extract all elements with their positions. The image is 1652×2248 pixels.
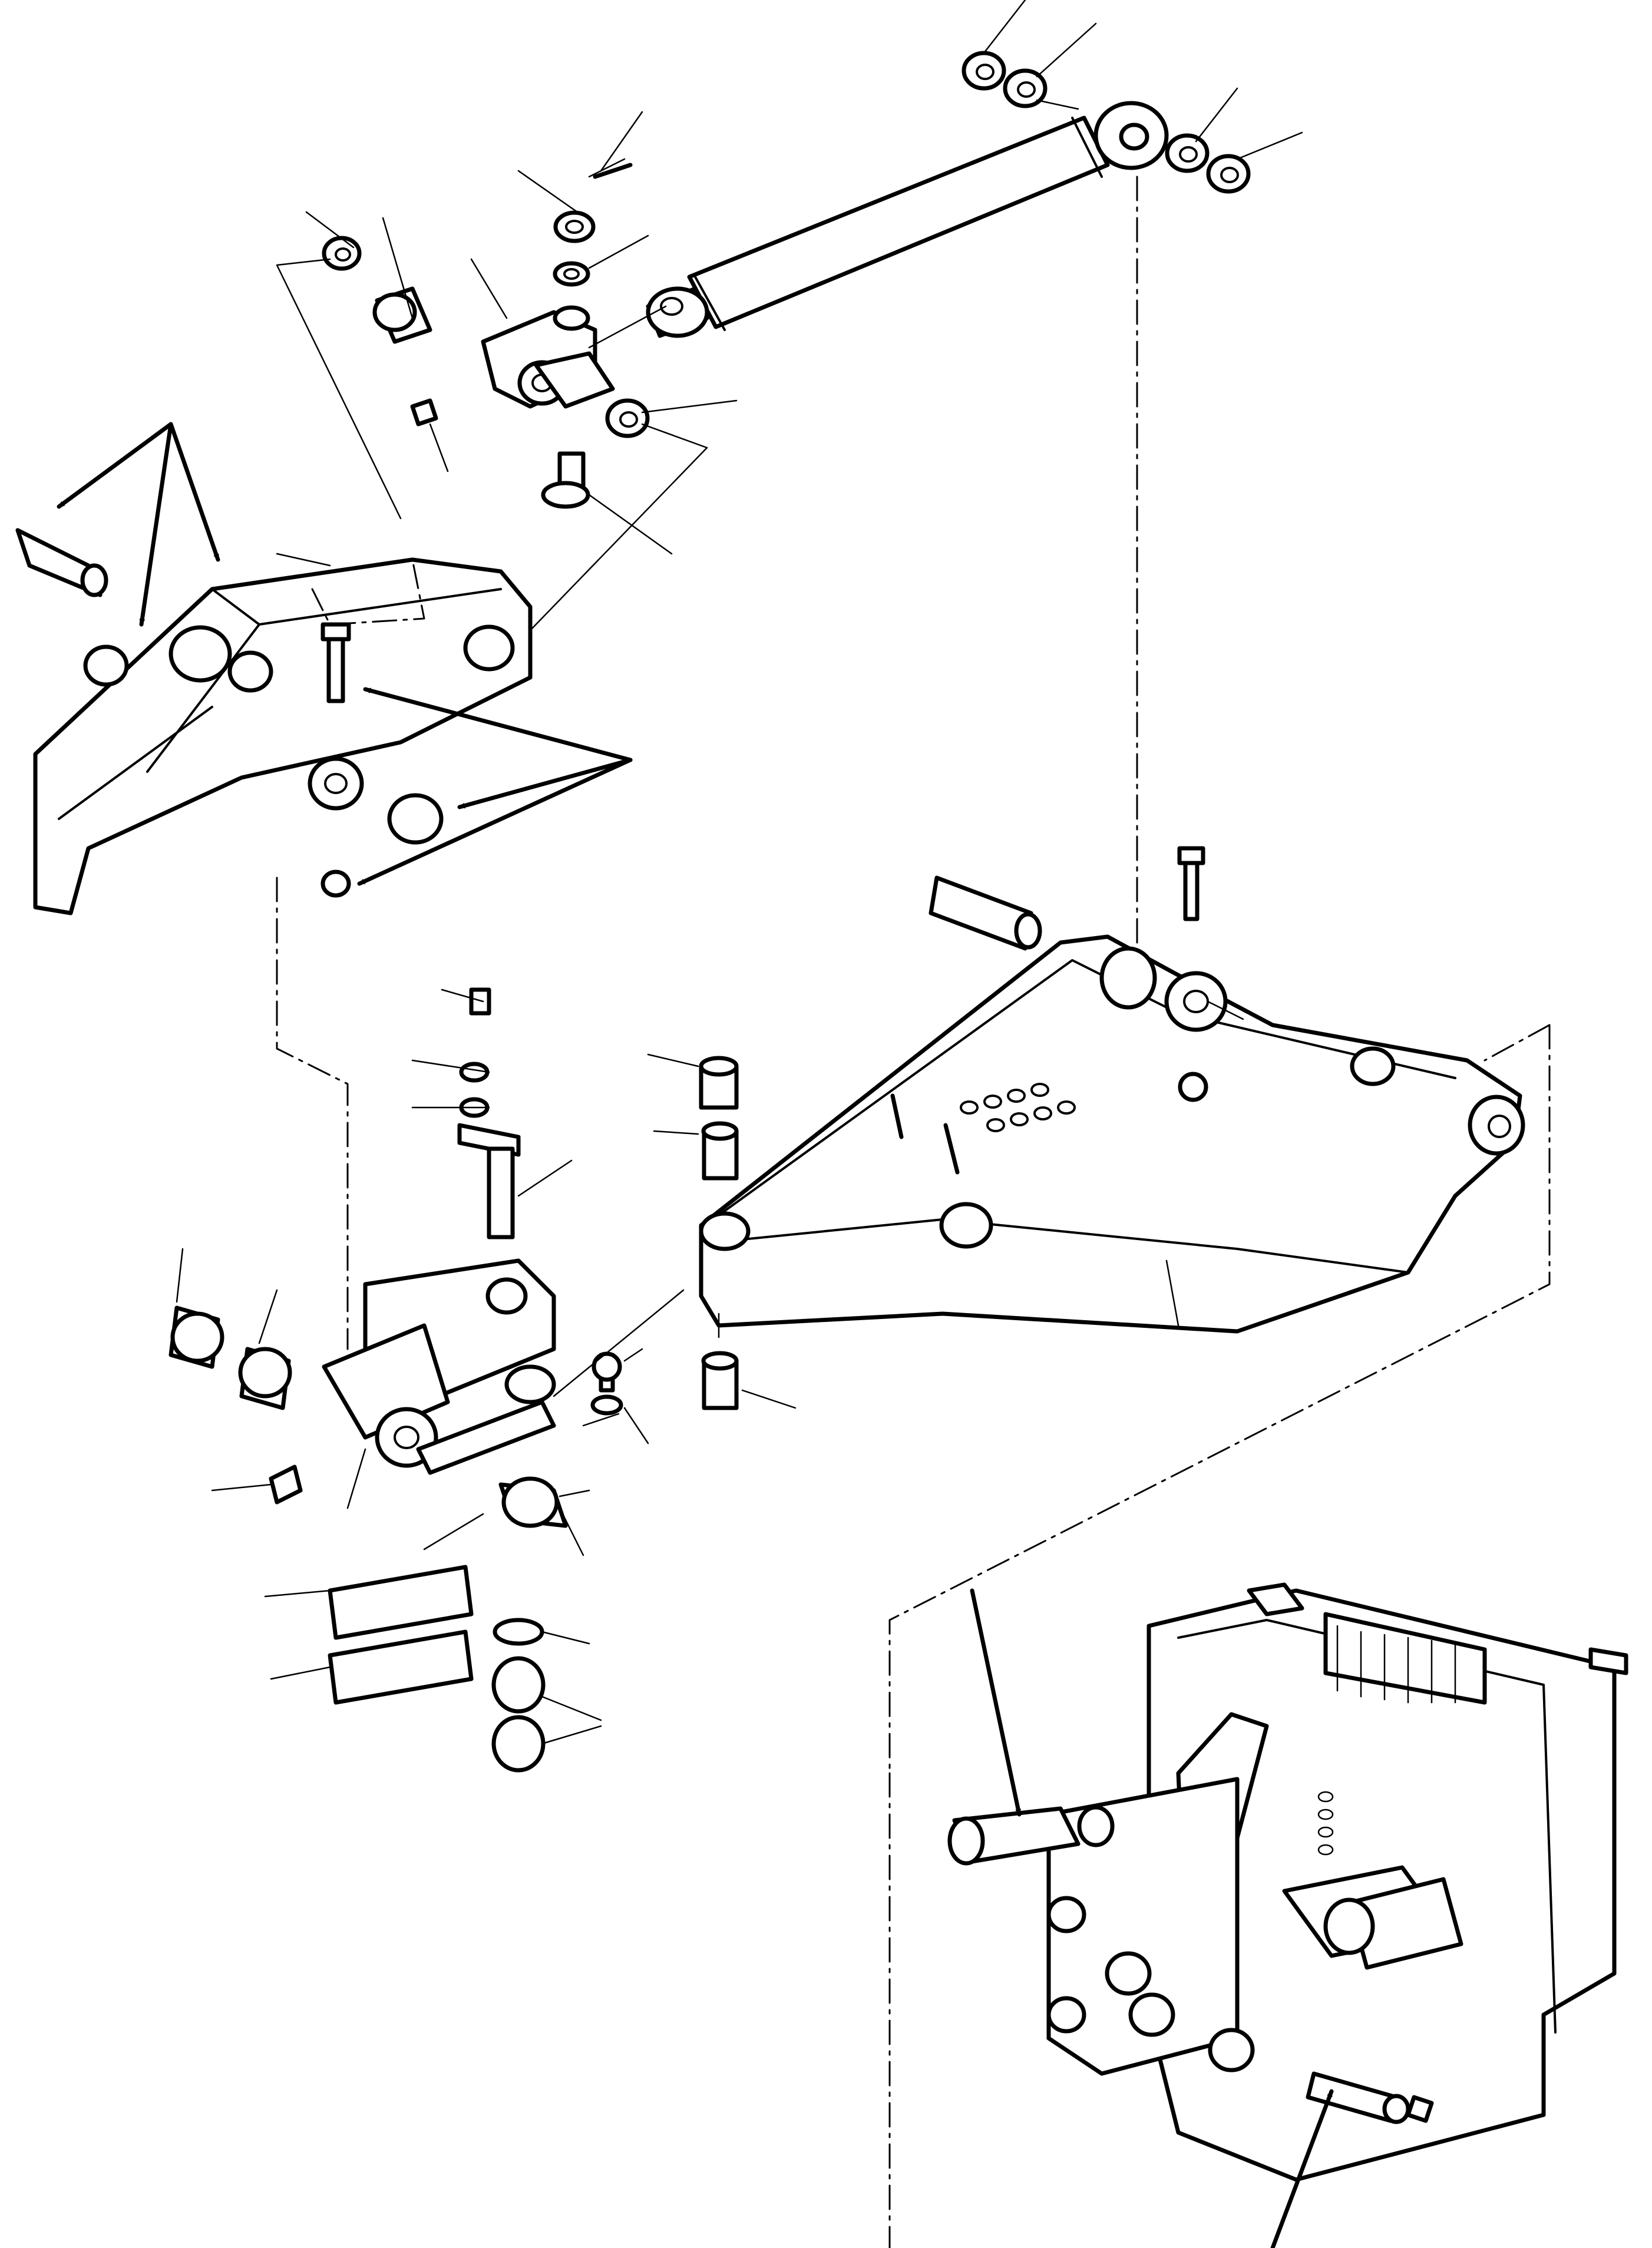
arm-pin-and-bolt [929, 846, 1244, 1102]
cylinder-washers [962, 0, 1303, 194]
arm-bushings [647, 1053, 797, 1410]
valve-control-assembly [947, 1582, 1628, 2182]
hydraulic-cylinder [646, 101, 1169, 338]
callout-arrows [57, 422, 1334, 2248]
left-frame-section [15, 528, 533, 915]
lower-bracket-assembly [168, 987, 685, 1773]
center-lines [276, 176, 1551, 2248]
lever-arm [699, 934, 1525, 1334]
top-clevis-assembly [276, 111, 738, 632]
frame-bolt-and-bushings [308, 622, 444, 898]
